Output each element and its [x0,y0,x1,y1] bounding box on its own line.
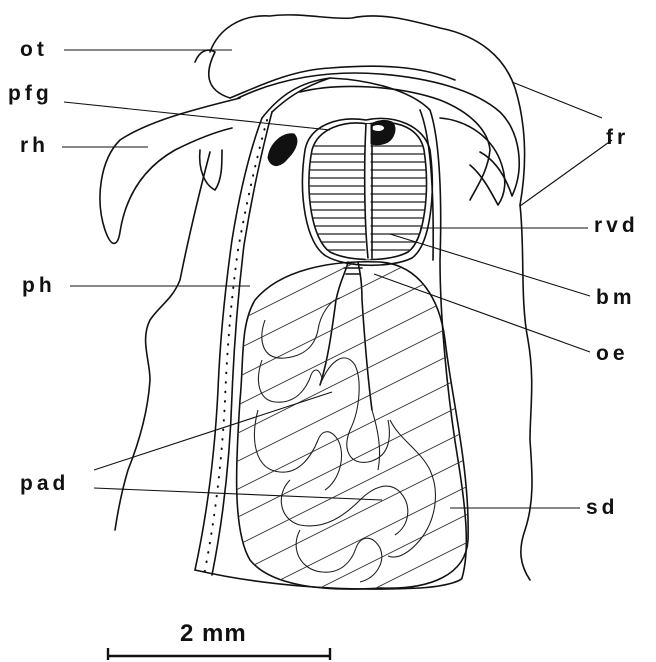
gland-loop-4 [254,410,341,490]
label-oe: oe [596,342,629,365]
scale-bar-label: 2 mm [180,620,247,647]
gland-loop-5 [281,480,408,535]
eye-spot-left [268,134,297,166]
oesophagus-right [358,262,372,410]
rhinophore-left-base [200,150,222,190]
rhinophore-left-horn [100,98,240,243]
rhinophore-right-horn [440,118,505,205]
leader-fr-1 [512,82,602,118]
label-ot: ot [20,38,48,61]
label-bm: bm [596,286,636,309]
label-sd: sd [586,496,619,519]
frontal-rim-inner [300,86,490,200]
inner-wall-right [330,78,466,578]
leader-fr-2 [520,140,612,206]
leader-pad-2 [94,488,382,500]
label-ph: ph [22,274,56,297]
leader-pfg [64,102,330,130]
body-outline-left [115,152,210,530]
label-rvd: rvd [594,214,639,237]
eye-spot-highlight [372,125,384,131]
body-bottom [195,570,462,589]
leader-bm [390,234,590,296]
oesophagus-left [320,262,348,385]
label-pad: pad [20,472,69,495]
label-pfg: pfg [8,82,53,105]
label-fr: fr [606,126,629,149]
body-outline-right [520,205,532,580]
scale-bar: 2 mm [108,620,330,660]
label-rh: rh [20,134,49,157]
